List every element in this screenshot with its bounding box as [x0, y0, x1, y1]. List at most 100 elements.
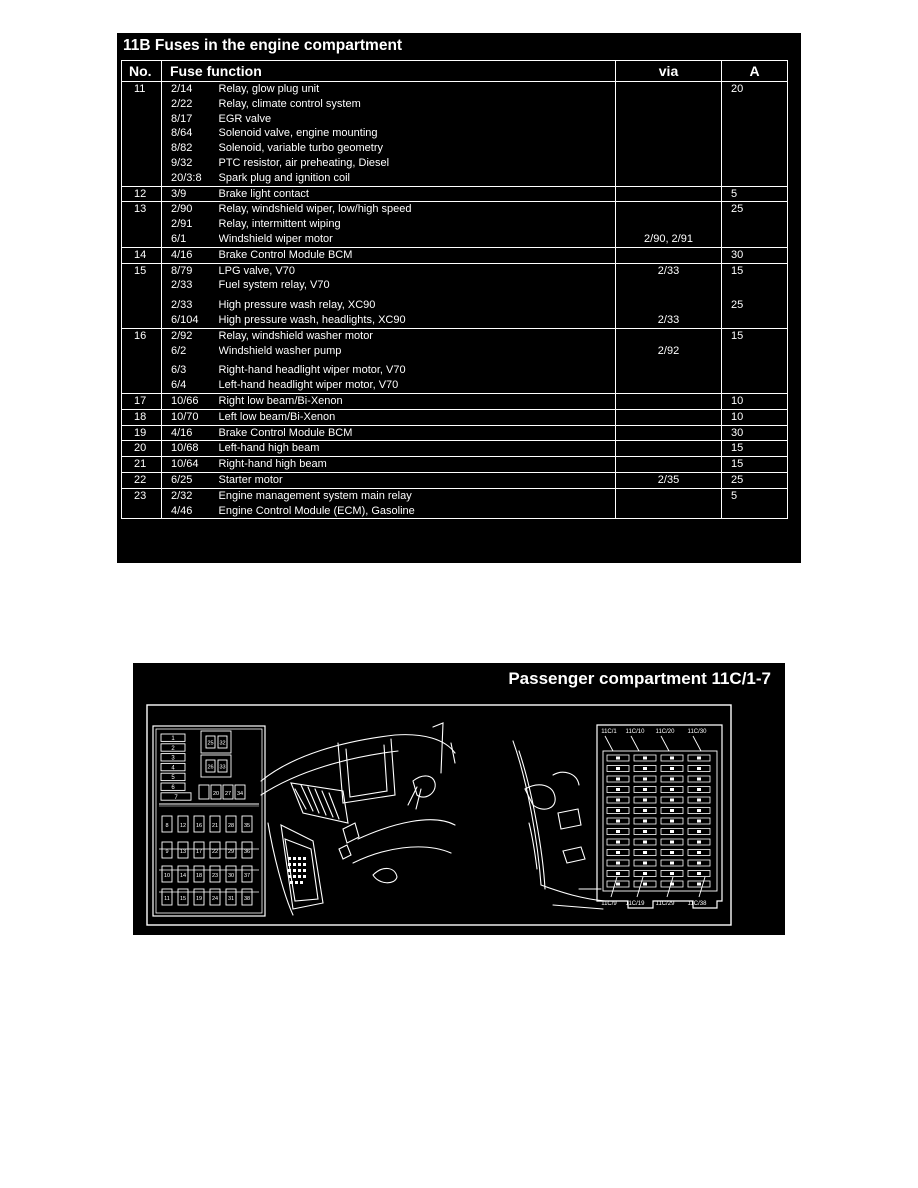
fuse-slot-label: 22: [212, 849, 218, 855]
fuse-slot-pin: [616, 872, 620, 875]
fuse-position-label-top: 11C/1: [601, 729, 617, 735]
fuse-slot: [209, 841, 221, 859]
fuse-code: 2/32: [171, 489, 193, 502]
fuse-desc: Windshield wiper motor: [218, 232, 333, 245]
header-function: Fuse function: [161, 60, 616, 82]
fuse-slot-label: 6: [171, 785, 175, 791]
fuse-slot: [606, 765, 630, 772]
fuse-slot: [687, 859, 711, 867]
fuse-amp: [731, 313, 787, 328]
fuse-slot: [193, 815, 205, 833]
header-via: via: [615, 60, 722, 82]
fuse-slot: [241, 865, 253, 883]
fuse-number: 23: [121, 487, 162, 520]
fuse-desc: Engine management system main relay: [218, 489, 412, 502]
fuse-amp: 20: [731, 83, 744, 95]
fuse-description-cell: Brake light contact: [218, 185, 616, 203]
fuse-via: [616, 278, 721, 293]
fuse-number-text: 20: [134, 442, 147, 455]
fuse-slot: [687, 765, 711, 772]
engine-fuse-title: 11B Fuses in the engine compartment: [123, 37, 403, 54]
fuse-number: 11: [121, 81, 162, 187]
fuse-amp: 30: [731, 248, 744, 261]
fuse-desc: Left-hand high beam: [218, 442, 320, 455]
fuse-slot: [606, 807, 630, 814]
fuse-number: 14: [121, 246, 162, 264]
fuse-slot-pin: [670, 809, 674, 812]
fuse-slot-label: 29: [228, 849, 234, 855]
fuse-slot-pin: [643, 756, 647, 760]
fuse-slot: [209, 815, 221, 833]
fuse-slot: [606, 828, 630, 835]
fuse-amp: [731, 278, 787, 293]
fuse-amp-cell: 30: [721, 424, 788, 442]
fuse-slot: [687, 880, 711, 888]
dashboard-illustration: [260, 722, 456, 916]
fuse-slot: [217, 735, 228, 749]
fuse-via-cell: [615, 392, 722, 410]
fuse-slot-pin: [697, 872, 701, 875]
fuse-slot: [606, 849, 630, 856]
fuse-desc: Right low beam/Bi-Xenon: [218, 394, 343, 407]
fuse-slot-label: 34: [237, 791, 243, 797]
fuse-via: [616, 112, 721, 127]
fuse-code: 4/46: [171, 504, 193, 517]
fuse-amp-cell: 5: [721, 487, 788, 520]
fuse-desc: PTC resistor, air preheating, Diesel: [218, 156, 390, 169]
fuse-via-cell: 2/92: [615, 327, 722, 394]
fuse-slot-pin: [643, 767, 647, 770]
fuse-position-label-top: 11C/20: [656, 729, 676, 735]
fuse-code: 9/32: [171, 156, 193, 169]
fuse-slot-label: 38: [244, 896, 250, 902]
fuse-number-text: 12: [134, 187, 147, 200]
fuse-slot-label: 7: [174, 795, 178, 801]
fuse-desc: Spark plug and ignition coil: [218, 171, 350, 184]
fuse-slot-pin: [697, 756, 701, 760]
fuse-slot-label: 24: [212, 896, 218, 902]
fuse-number-text: 15: [134, 264, 147, 277]
fuse-slot: [160, 733, 186, 742]
relay-pair-frame: [200, 730, 232, 754]
fuse-slot: [606, 796, 630, 804]
fuse-desc: Fuel system relay, V70: [218, 279, 330, 292]
fuse-via: [616, 171, 721, 186]
fuse-slot-label: 18: [196, 873, 202, 879]
fuse-slot-pin: [643, 830, 647, 833]
fuse-number-text: 11: [134, 83, 146, 95]
fuse-number: 21: [121, 456, 162, 473]
fuse-slot-pin: [643, 819, 647, 823]
fuse-slot: [606, 817, 630, 825]
fuse-via: [616, 82, 721, 97]
fuse-slot: [198, 784, 210, 800]
fuse-desc: Left-hand headlight wiper motor, V70: [218, 379, 399, 392]
fuse-slot: [633, 880, 657, 888]
fuse-slot: [687, 817, 711, 825]
fuse-slot-label: 10: [164, 873, 170, 879]
fuse-amp: 25: [731, 473, 744, 486]
fuse-amp: [731, 97, 787, 112]
fuse-slot-label: 17: [196, 849, 202, 855]
fuse-slot: [660, 859, 684, 867]
fuse-number-text: 22: [134, 473, 147, 486]
fuse-via-cell: [615, 456, 722, 473]
fuse-code: 6/25: [171, 473, 193, 486]
fuse-desc: Relay, climate control system: [218, 97, 361, 110]
fuse-slot-pin: [616, 788, 620, 791]
fuse-slot-label: 21: [212, 823, 218, 829]
fuse-slot: [687, 838, 711, 846]
fuse-slot: [222, 784, 234, 800]
side-panel-illustration: [512, 740, 606, 910]
fuse-slot: [687, 775, 711, 783]
fuse-via: [616, 489, 721, 504]
fuse-slot-label: 13: [180, 849, 186, 855]
fuse-slot: [177, 841, 189, 859]
fuse-slot-pin: [616, 809, 620, 812]
fuse-slot: [606, 754, 630, 762]
